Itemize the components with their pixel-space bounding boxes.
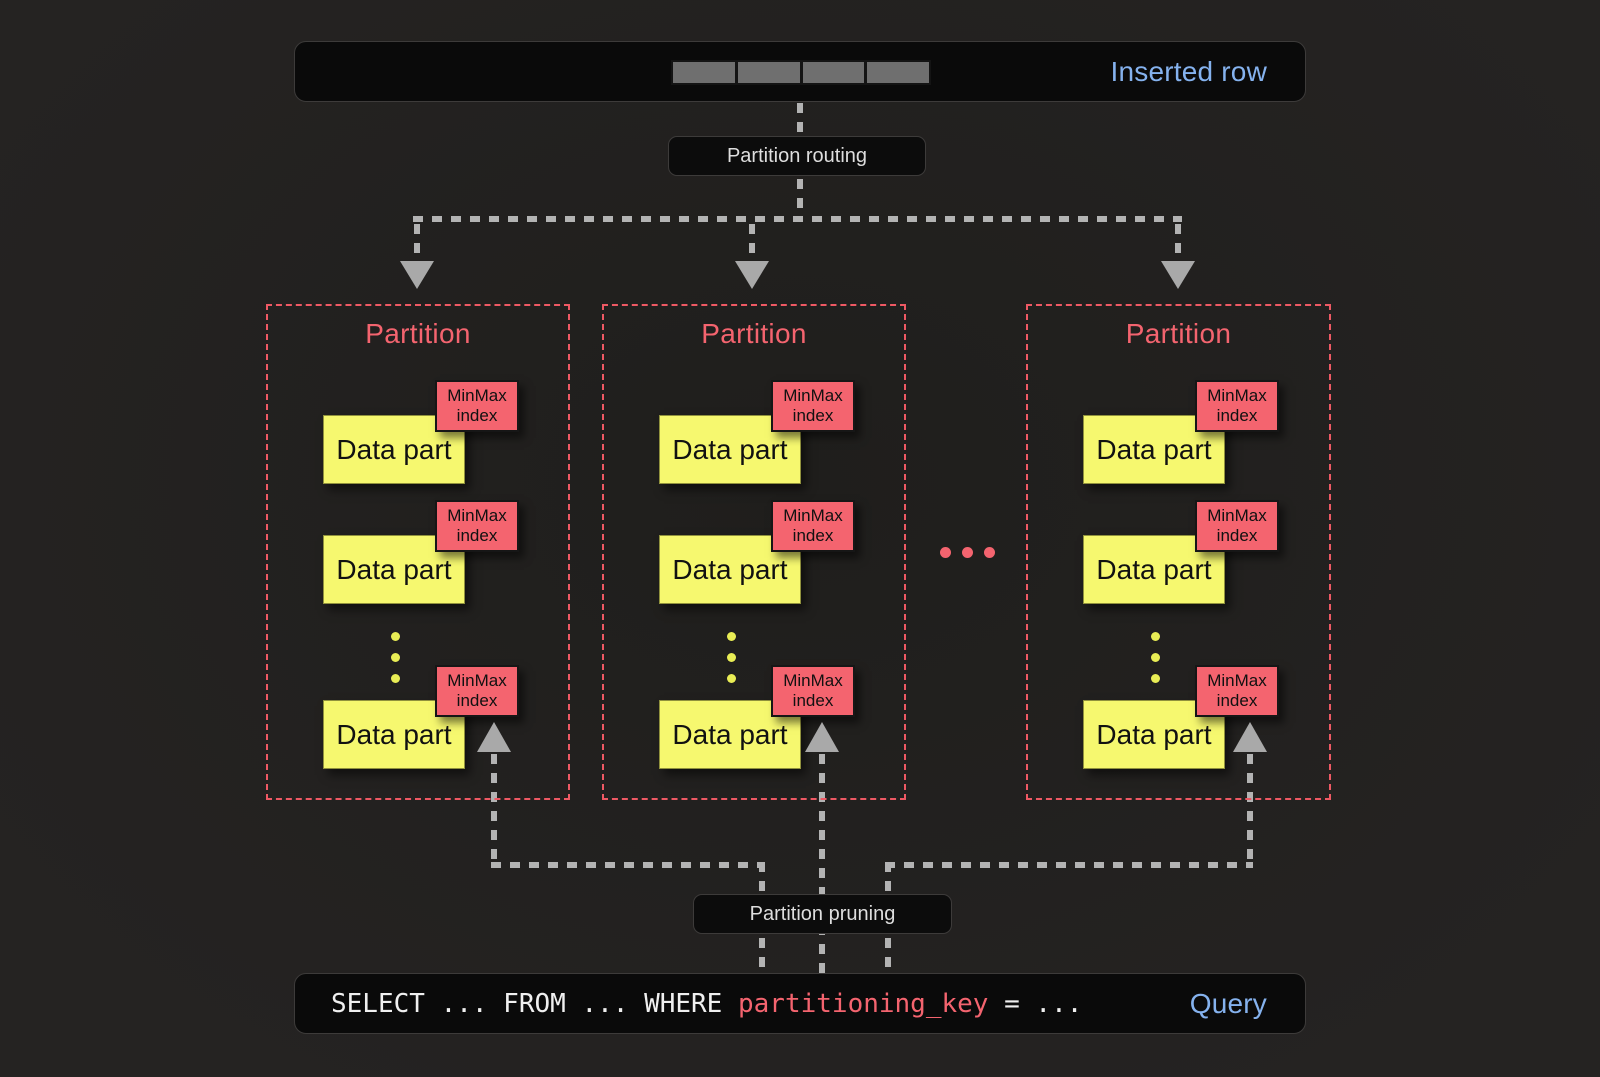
- minmax-index-tag: MinMax index: [1195, 500, 1279, 552]
- minmax-text: index: [792, 526, 834, 545]
- sql-text: SELECT ... FROM ... WHERE: [331, 988, 738, 1019]
- partition-box-2: Partition MinMax index Data part MinMax …: [602, 304, 906, 800]
- minmax-text: MinMax: [783, 670, 843, 690]
- dashed-line-prune-right-up: [1247, 754, 1253, 864]
- dashed-line-prune-left-horizontal: [491, 862, 765, 868]
- minmax-index-tag: MinMax index: [771, 665, 855, 717]
- minmax-text: MinMax: [1207, 505, 1267, 525]
- inserted-row-bar: Inserted row: [294, 41, 1306, 102]
- partition-pruning-label: Partition pruning: [693, 894, 952, 934]
- ellipsis-dot-horizontal: [940, 547, 951, 558]
- minmax-index-tag: MinMax index: [435, 380, 519, 432]
- partition-routing-label: Partition routing: [668, 136, 926, 176]
- partition-title: Partition: [1125, 318, 1232, 349]
- ellipsis-dot-horizontal: [962, 547, 973, 558]
- partition-box-1: Partition MinMax index Data part MinMax …: [266, 304, 570, 800]
- ellipsis-dot-vertical: [1151, 632, 1160, 641]
- partition-routing-text: Partition routing: [726, 144, 868, 167]
- row-cells: [671, 60, 931, 85]
- minmax-text: index: [1216, 691, 1258, 710]
- row-cell: [802, 62, 865, 83]
- minmax-index-tag: MinMax index: [771, 500, 855, 552]
- arrow-down-icon: [1161, 261, 1195, 289]
- minmax-text: index: [1216, 526, 1258, 545]
- ellipsis-dot-vertical: [391, 674, 400, 683]
- dashed-line-distribution: [413, 216, 1182, 222]
- data-part-box: Data part: [659, 535, 801, 604]
- partition-box-3: Partition MinMax index Data part MinMax …: [1026, 304, 1331, 800]
- row-cell: [867, 62, 929, 83]
- ellipsis-dot-vertical: [391, 632, 400, 641]
- row-cell: [737, 62, 800, 83]
- partition-title: Partition: [701, 318, 807, 349]
- minmax-text: index: [792, 406, 834, 425]
- ellipsis-dot-vertical: [1151, 674, 1160, 683]
- minmax-text: index: [456, 691, 498, 710]
- dashed-line-to-partition-2: [749, 224, 755, 262]
- minmax-text: MinMax: [1207, 385, 1267, 405]
- dashed-line-to-partition-3: [1175, 224, 1181, 262]
- ellipsis-dot-horizontal: [984, 547, 995, 558]
- dashed-line-prune-middle: [819, 754, 825, 973]
- data-part-box: Data part: [323, 700, 465, 769]
- minmax-index-tag: MinMax index: [1195, 380, 1279, 432]
- row-cell: [673, 62, 735, 83]
- minmax-text: MinMax: [447, 505, 507, 525]
- arrow-up-icon: [805, 722, 839, 752]
- ellipsis-dot-vertical: [727, 674, 736, 683]
- minmax-index-tag: MinMax index: [435, 500, 519, 552]
- sql-partitioning-key: partitioning_key: [738, 988, 989, 1019]
- partition-pruning-text: Partition pruning: [749, 902, 896, 925]
- minmax-text: MinMax: [783, 505, 843, 525]
- partition-title: Partition: [365, 318, 471, 349]
- arrow-down-icon: [735, 261, 769, 289]
- minmax-text: index: [792, 691, 834, 710]
- arrow-down-icon: [400, 261, 434, 289]
- minmax-text: MinMax: [447, 670, 507, 690]
- dashed-line-prune-left-up: [491, 754, 497, 864]
- minmax-text: MinMax: [1207, 670, 1267, 690]
- inserted-row-label: Inserted row: [1110, 55, 1267, 87]
- query-label: Query: [1189, 987, 1267, 1019]
- dashed-line-to-partition-1: [414, 224, 420, 262]
- arrow-up-icon: [477, 722, 511, 752]
- minmax-text: MinMax: [447, 385, 507, 405]
- minmax-index-tag: MinMax index: [771, 380, 855, 432]
- query-bar: SELECT ... FROM ... WHERE partitioning_k…: [294, 973, 1306, 1034]
- minmax-index-tag: MinMax index: [435, 665, 519, 717]
- minmax-index-tag: MinMax index: [1195, 665, 1279, 717]
- ellipsis-dot-vertical: [727, 632, 736, 641]
- dashed-line-prune-right-horizontal: [885, 862, 1253, 868]
- minmax-text: MinMax: [783, 385, 843, 405]
- minmax-text: index: [456, 406, 498, 425]
- ellipsis-dot-vertical: [727, 653, 736, 662]
- arrow-up-icon: [1233, 722, 1267, 752]
- sql-text: = ...: [988, 988, 1083, 1019]
- sql-query-text: SELECT ... FROM ... WHERE partitioning_k…: [331, 989, 1082, 1019]
- minmax-text: index: [456, 526, 498, 545]
- ellipsis-dot-vertical: [1151, 653, 1160, 662]
- ellipsis-dot-vertical: [391, 653, 400, 662]
- minmax-text: index: [1216, 406, 1258, 425]
